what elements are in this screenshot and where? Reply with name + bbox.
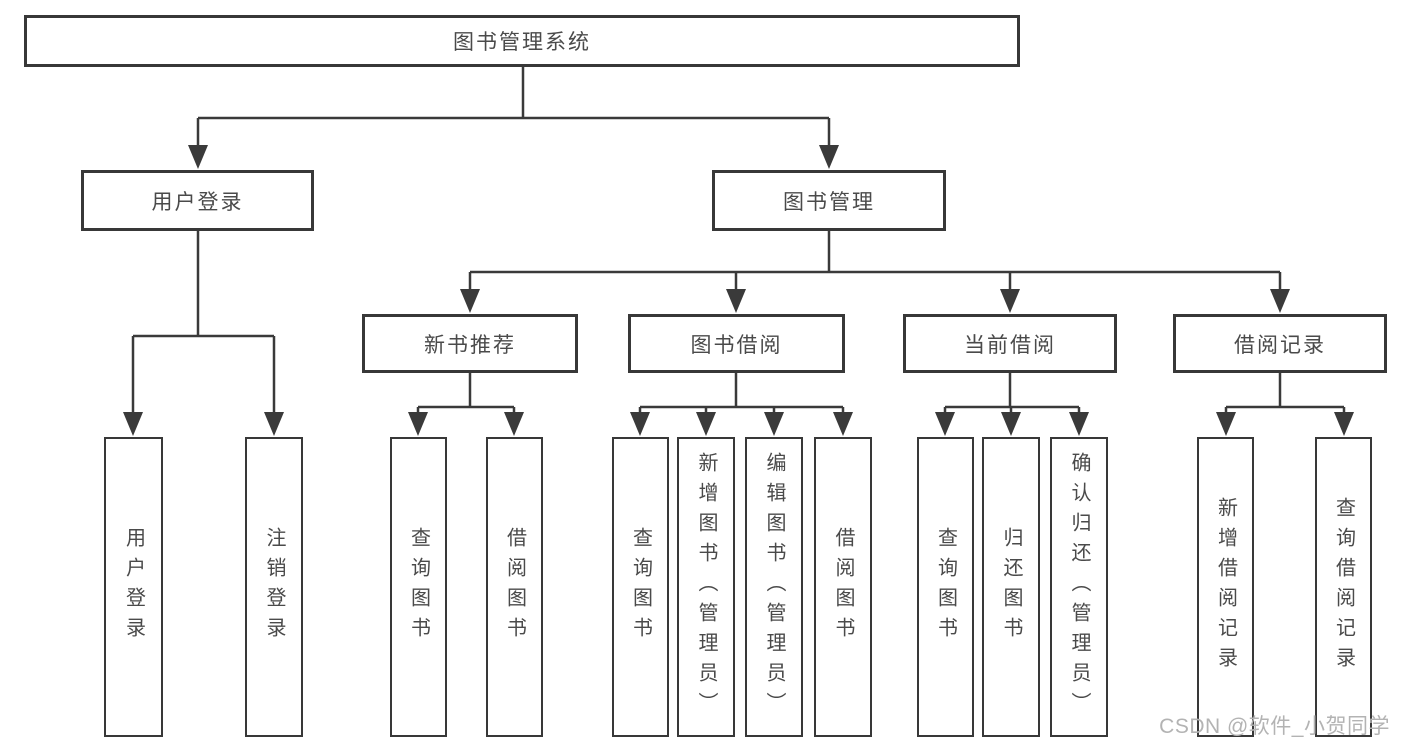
leaf-borrow-book: 借阅图书 xyxy=(814,437,872,737)
leaf-label: 借阅图书 xyxy=(832,527,854,647)
leaf-query-book-borrow: 查询图书 xyxy=(612,437,669,737)
leaf-label: 编辑图书（管理员） xyxy=(763,452,785,722)
leaf-query-book-current: 查询图书 xyxy=(917,437,974,737)
arrowhead xyxy=(833,412,853,436)
arrowhead xyxy=(264,412,284,436)
leaf-edit-book-admin: 编辑图书（管理员） xyxy=(745,437,803,737)
node-root: 图书管理系统 xyxy=(24,15,1020,67)
arrowhead xyxy=(726,289,746,313)
arrowhead xyxy=(504,412,524,436)
connector-book-management-to-modules xyxy=(460,231,1290,313)
node-current-borrow: 当前借阅 xyxy=(903,314,1117,373)
arrowhead xyxy=(1069,412,1089,436)
leaf-label: 确认归还（管理员） xyxy=(1068,452,1090,722)
leaf-label: 查询借阅记录 xyxy=(1332,497,1355,677)
node-new-book-recommend: 新书推荐 xyxy=(362,314,578,373)
leaf-label: 归还图书 xyxy=(1000,527,1022,647)
leaf-label: 查询图书 xyxy=(629,527,652,647)
arrowhead xyxy=(408,412,428,436)
leaf-label: 借阅图书 xyxy=(503,527,526,647)
leaf-label: 新增图书（管理员） xyxy=(695,452,717,722)
node-book-borrow: 图书借阅 xyxy=(628,314,845,373)
arrowhead xyxy=(1270,289,1290,313)
leaf-user-login: 用户登录 xyxy=(104,437,163,737)
arrowhead xyxy=(819,145,839,169)
node-borrow-records: 借阅记录 xyxy=(1173,314,1387,373)
arrowhead xyxy=(1001,412,1021,436)
arrowhead xyxy=(1000,289,1020,313)
leaf-label: 注销登录 xyxy=(263,527,285,647)
arrowhead xyxy=(123,412,143,436)
arrowhead xyxy=(764,412,784,436)
leaf-add-book-admin: 新增图书（管理员） xyxy=(677,437,735,737)
connector-borrow-records-to-leaves xyxy=(1216,373,1354,436)
leaf-logout: 注销登录 xyxy=(245,437,303,737)
connector-book-borrow-to-leaves xyxy=(630,373,853,436)
leaf-label: 查询图书 xyxy=(407,527,430,647)
leaf-borrow-book-recommend: 借阅图书 xyxy=(486,437,543,737)
arrowhead xyxy=(1216,412,1236,436)
leaf-query-borrow-record: 查询借阅记录 xyxy=(1315,437,1372,737)
leaf-return-book: 归还图书 xyxy=(982,437,1040,737)
leaf-label: 用户登录 xyxy=(122,527,145,647)
leaf-confirm-return-admin: 确认归还（管理员） xyxy=(1050,437,1108,737)
watermark: CSDN @软件_小贺同学 xyxy=(1159,715,1390,738)
connector-user-login-to-leaves xyxy=(123,231,284,436)
leaf-label: 查询图书 xyxy=(934,527,957,647)
node-book-management: 图书管理 xyxy=(712,170,946,231)
connector-current-borrow-to-leaves xyxy=(935,373,1089,436)
arrowhead xyxy=(460,289,480,313)
leaf-query-book-recommend: 查询图书 xyxy=(390,437,447,737)
connector-new-book-to-leaves xyxy=(408,373,524,436)
leaf-add-borrow-record: 新增借阅记录 xyxy=(1197,437,1254,737)
arrowhead xyxy=(188,145,208,169)
connector-root-to-level2 xyxy=(188,67,839,169)
arrowhead xyxy=(935,412,955,436)
leaf-label: 新增借阅记录 xyxy=(1214,497,1237,677)
arrowhead xyxy=(696,412,716,436)
arrowhead xyxy=(1334,412,1354,436)
arrowhead xyxy=(630,412,650,436)
node-user-login: 用户登录 xyxy=(81,170,314,231)
